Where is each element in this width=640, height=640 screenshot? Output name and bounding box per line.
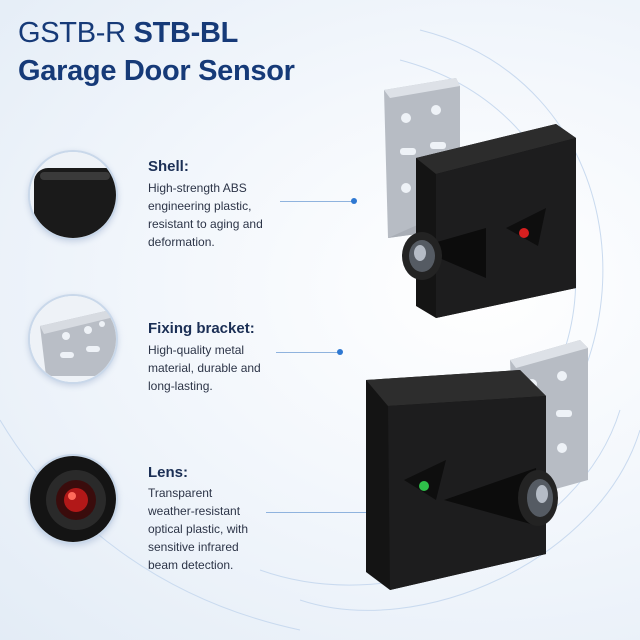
shell-pointer-dot [351,198,357,204]
lens-heading: Lens: [148,464,189,481]
shell-description: High-strength ABS engineering plastic, r… [148,179,263,251]
lens-desc-line: sensitive infrared [148,540,239,554]
bracket-desc-line: long-lasting. [148,379,213,393]
lens-desc-line: optical plastic, with [148,522,249,536]
shell-heading: Shell: [148,158,189,175]
product-name-title: Garage Door Sensor [18,55,295,87]
shell-desc-line: High-strength ABS [148,181,247,195]
shell-closeup-circle [28,150,118,240]
shell-desc-line: engineering plastic, [148,199,252,213]
lens-closeup-circle [28,454,118,544]
lens-description: Transparent weather-resistant optical pl… [148,484,248,574]
green-led-icon [419,481,429,491]
product-models-title: GSTB-R STB-BL [18,16,238,50]
bracket-leader-line [276,352,338,353]
lens-desc-line: weather-resistant [148,504,241,518]
lens-desc-line: beam detection. [148,558,234,572]
red-led-icon [519,228,529,238]
shell-leader-line [280,201,352,202]
lens-desc-line: Transparent [148,486,213,500]
bracket-closeup-circle [28,294,118,384]
bracket-desc-line: material, durable and [148,361,261,375]
sensor-with-green-led [366,340,588,590]
model-b-label: STB-BL [133,17,239,49]
bracket-description: High-quality metal material, durable and… [148,341,261,395]
model-a-label: GSTB-R [18,17,126,49]
black-shell-closeup-icon [30,152,116,238]
bracket-heading: Fixing bracket: [148,320,255,337]
lens-leader-line [266,512,424,513]
shell-desc-line: deformation. [148,235,215,249]
red-lens-closeup-icon [30,456,116,542]
bracket-desc-line: High-quality metal [148,343,245,357]
sensor-with-red-led [384,78,576,318]
shell-desc-line: resistant to aging and [148,217,263,231]
bracket-pointer-dot [337,349,343,355]
metal-bracket-closeup-icon [30,296,116,382]
